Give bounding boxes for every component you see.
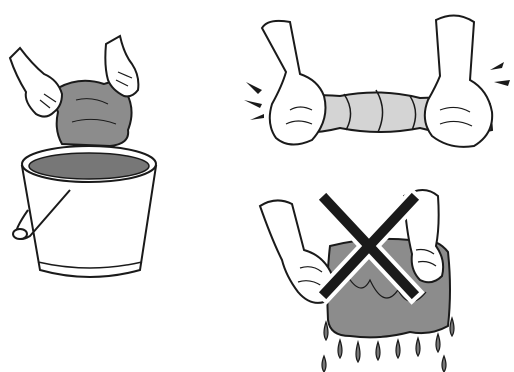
left-glove-icon — [10, 48, 62, 117]
water-surface — [29, 153, 149, 179]
panel-wring-cloth — [244, 15, 510, 146]
bucket-icon — [13, 146, 156, 277]
panel-dip-cloth — [10, 36, 156, 277]
left-glove-icon — [262, 21, 326, 145]
panel-dripping-cloth — [260, 190, 454, 372]
right-glove-icon — [425, 15, 492, 146]
